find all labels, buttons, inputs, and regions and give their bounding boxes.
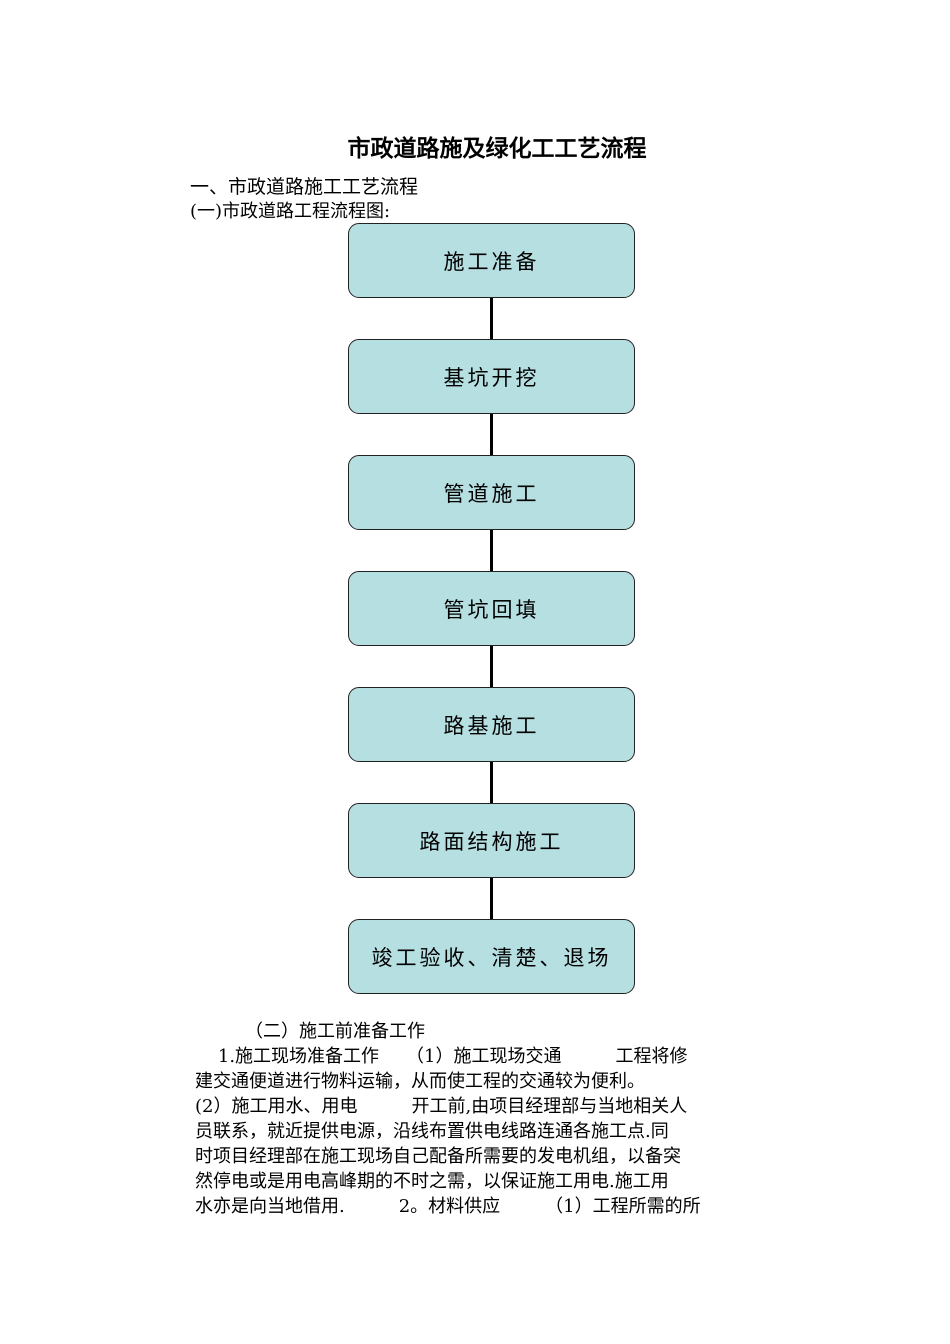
body-line: (2）施工用水、用电 开工前,由项目经理部与当地相关人 [195, 1096, 688, 1117]
body-line: 时项目经理部在施工现场自己配备所需要的发电机组，以备突 [195, 1146, 681, 1167]
flow-step-pipeline: 管道施工 [348, 455, 635, 530]
flow-step-preparation: 施工准备 [348, 223, 635, 298]
subsection-heading-preparation: （二）施工前准备工作 [245, 1021, 425, 1042]
process-flowchart: 施工准备 基坑开挖 管道施工 管坑回填 路基施工 路面结构施工 竣工验收、清楚、… [348, 223, 638, 994]
flow-connector [490, 414, 493, 455]
body-line: 建交通便道进行物料运输，从而使工程的交通较为便利。 [195, 1071, 645, 1092]
subsection-heading-flowchart: (一)市政道路工程流程图: [190, 201, 391, 222]
section-heading: 一、市政道路施工工艺流程 [190, 176, 419, 198]
body-line: 1.施工现场准备工作 （1）施工现场交通 工程将修 [195, 1046, 688, 1067]
document-title: 市政道路施及绿化工工艺流程 [347, 136, 647, 162]
flow-step-completion: 竣工验收、清楚、退场 [348, 919, 635, 994]
flow-step-pavement: 路面结构施工 [348, 803, 635, 878]
flow-step-backfill: 管坑回填 [348, 571, 635, 646]
flow-step-subgrade: 路基施工 [348, 687, 635, 762]
flow-connector [490, 530, 493, 571]
body-line: 然停电或是用电高峰期的不时之需，以保证施工用电.施工用 [195, 1171, 669, 1192]
body-line: 水亦是向当地借用. 2。材料供应 （1）工程所需的所 [195, 1196, 701, 1217]
flow-connector [490, 762, 493, 803]
flow-connector [490, 878, 493, 919]
flow-connector [490, 298, 493, 339]
body-paragraph: 1.施工现场准备工作 （1）施工现场交通 工程将修 建交通便道进行物料运输，从而… [195, 1044, 810, 1219]
flow-connector [490, 646, 493, 687]
body-line: 员联系，就近提供电源，沿线布置供电线路连通各施工点.同 [195, 1121, 669, 1142]
flow-step-excavation: 基坑开挖 [348, 339, 635, 414]
